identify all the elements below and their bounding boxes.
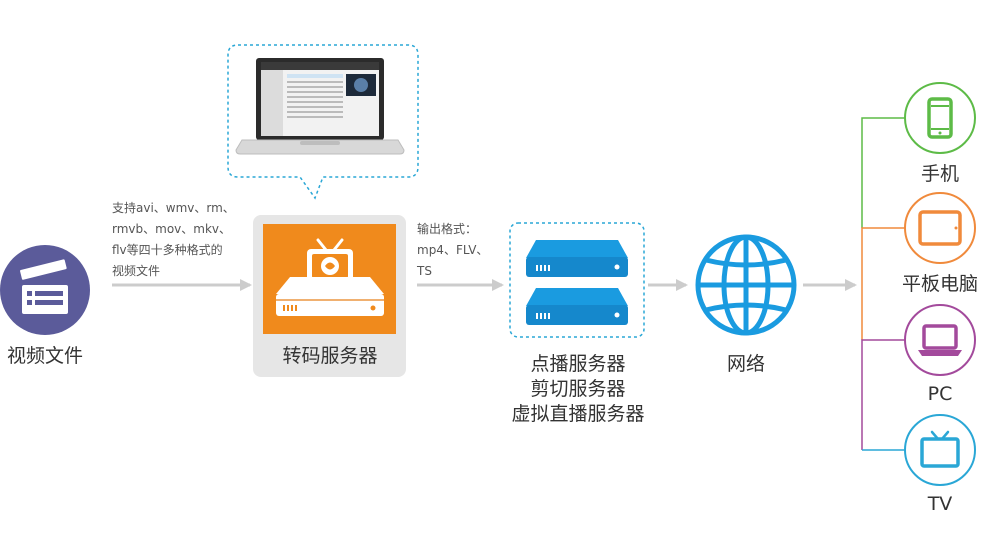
video-file-node: 视频文件 (0, 245, 90, 367)
tv-icon (920, 430, 960, 468)
network-label: 网络 (727, 353, 765, 375)
output-formats-line: 输出格式： (417, 221, 477, 236)
device-pc: PC (904, 304, 976, 405)
output-formats-line: mp4、FLV、 (417, 243, 488, 257)
phone-icon (927, 97, 953, 139)
pc-icon (918, 324, 962, 356)
tablet-icon (918, 210, 962, 246)
server-box-icon (526, 288, 628, 325)
device-circle (904, 192, 976, 264)
device-label: 手机 (921, 163, 959, 185)
device-label: 平板电脑 (902, 273, 978, 295)
laptop-bubble (227, 44, 419, 200)
device-tablet: 平板电脑 (902, 192, 978, 295)
device-tv: TV (904, 414, 976, 515)
transcoder-label: 转码服务器 (282, 345, 377, 367)
device-label: TV (927, 493, 953, 515)
device-phone: 手机 (904, 82, 976, 185)
input-formats: 支持avi、wmv、rm、 rmvb、mov、mkv、 flv等四十多种格式的 … (112, 200, 235, 278)
device-circle (904, 304, 976, 376)
transcoder-node: 转码服务器 (253, 215, 406, 377)
device-branches (861, 117, 905, 451)
device-circle (904, 82, 976, 154)
video-file-label: 视频文件 (7, 345, 83, 367)
device-label: PC (928, 383, 953, 405)
network-node: 网络 (695, 234, 797, 375)
output-formats-line: TS (416, 264, 432, 278)
servers-label: 点播服务器 (530, 353, 625, 375)
server-box-icon (526, 240, 628, 277)
output-formats: 输出格式： mp4、FLV、 TS (416, 221, 488, 278)
input-formats-line: flv等四十多种格式的 (112, 242, 223, 257)
servers-label: 剪切服务器 (530, 378, 625, 400)
input-formats-line: 支持avi、wmv、rm、 (112, 200, 235, 215)
globe-icon (695, 234, 797, 336)
input-formats-line: rmvb、mov、mkv、 (112, 222, 231, 236)
servers-dashed-box (509, 222, 645, 338)
laptop-screenshot-icon (235, 58, 405, 155)
tv-server-icon (276, 238, 384, 316)
bubble-outline (227, 44, 419, 200)
clapperboard-icon (20, 259, 68, 314)
device-circle (904, 414, 976, 486)
servers-label: 虚拟直播服务器 (511, 403, 644, 425)
servers-node: 点播服务器 剪切服务器 虚拟直播服务器 (509, 222, 645, 425)
input-formats-line: 视频文件 (112, 263, 160, 278)
